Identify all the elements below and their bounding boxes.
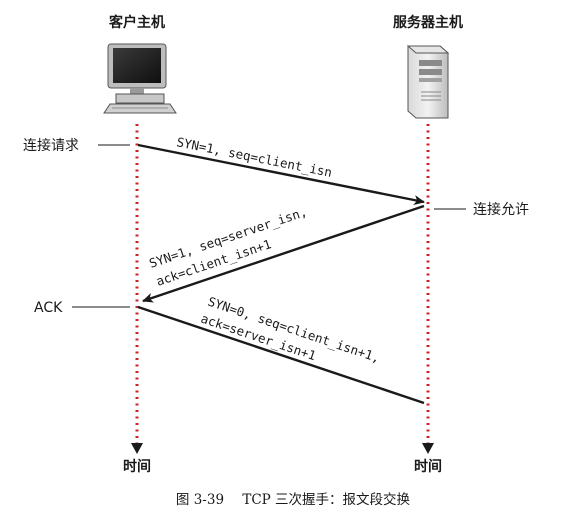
figure-number: 图 3-39	[176, 492, 224, 508]
server-time-arrowhead	[422, 443, 434, 454]
synack-arrow	[142, 204, 425, 303]
server-time-label: 时间	[414, 458, 442, 475]
client-time-label: 时间	[123, 458, 151, 475]
client-title: 客户主机	[108, 14, 165, 31]
desktop-computer-icon	[103, 43, 177, 114]
server-title: 服务器主机	[393, 14, 463, 31]
figure-caption: 图 3-39 TCP 三次握手：报文段交换	[176, 491, 411, 508]
connect-request-label: 连接请求	[23, 137, 79, 154]
server-tower-icon	[406, 45, 450, 119]
ack-event-label: ACK	[34, 300, 63, 316]
connect-granted-label: 连接允许	[473, 201, 529, 218]
figure-title: TCP 三次握手：报文段交换	[242, 491, 410, 508]
ack-arrow	[137, 305, 425, 405]
syn-arrow	[137, 143, 425, 205]
client-time-arrowhead	[131, 443, 143, 454]
